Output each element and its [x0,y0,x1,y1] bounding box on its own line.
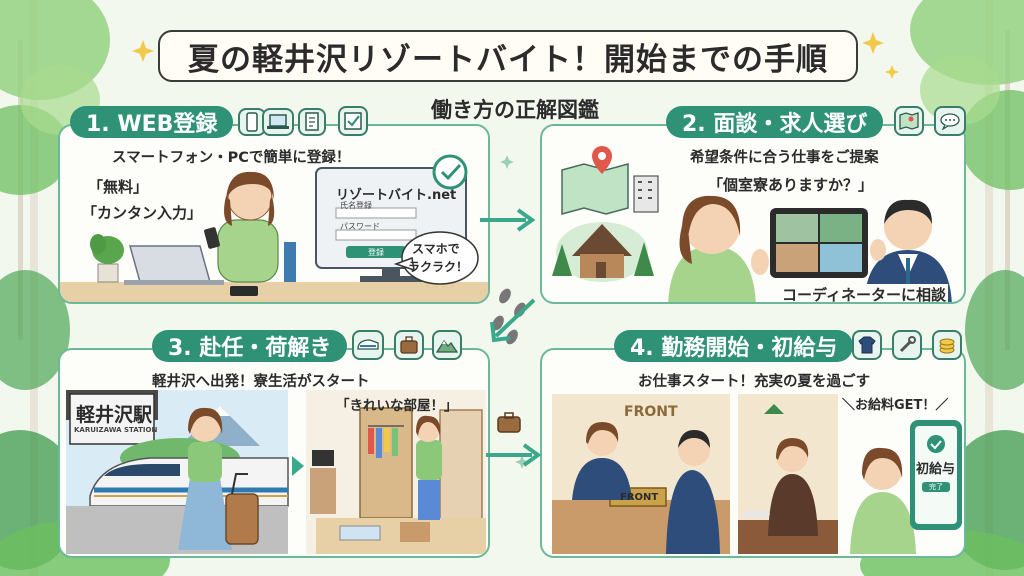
tag-free: 「無料」 [88,178,149,196]
uniform-icon [852,330,882,360]
step-4-caption: お仕事スタート！充実の夏を過ごす [638,374,871,390]
dorm-question: 「個室寮ありますか？」 [708,176,874,194]
coordinator-caption: コーディネーターに相談 [780,284,948,304]
step-3-caption: 軽井沢へ出発！寮生活がスタート [152,374,370,390]
suitcase-icon [497,412,521,433]
departure-illustration [66,390,486,554]
form-field-password: パスワード [340,222,380,231]
tools-icon [892,330,922,360]
arrow-down-left-icon [490,298,536,343]
work-start-illustration [552,394,962,554]
coins-icon [932,330,962,360]
arrow-right-icon [486,443,542,467]
train-icon [352,330,384,360]
station-romaji: KARUIZAWA STATION [74,426,158,434]
step-2-panel: 希望条件に合う仕事をご提案 「個室寮ありますか？」 [540,124,966,304]
suitcase-icon [394,330,424,360]
checkbox-icon [338,106,368,136]
form-icon [298,108,326,136]
step-1-label: 1. WEB登録 [70,106,234,138]
pay-quote: ＼お給料GET！／ [842,398,949,413]
mountain-icon [432,330,462,360]
step-4-panel: お仕事スタート！充実の夏を過ごす FRONT FRONT ＼お給料GET！／ [540,348,966,558]
bubble-line-2: ラクラク！ [408,260,469,274]
form-field-name: 氏名登録 [340,201,372,210]
step-2-caption: 希望条件に合う仕事をご提案 [690,150,879,166]
phone-complete-button[interactable]: 完了 [922,482,950,492]
step-1-caption: スマートフォン・PCで簡単に登録！ [112,150,351,166]
front-desk-sign: FRONT [620,492,659,503]
station-sign: 軽井沢駅 [76,404,153,426]
consultation-illustration [552,146,952,302]
page-subtitle: 働き方の正解図鑑 [431,98,599,122]
smartphone-icon [238,108,266,136]
register-button[interactable]: 登録 [346,246,406,258]
bubble-line-1: スマホで [412,242,460,256]
room-quote: 「きれいな部屋！」 [336,398,458,414]
phone-title: 初給与 [916,462,956,477]
chat-icon [934,106,966,136]
registration-illustration [60,154,488,302]
laptop-icon [262,108,294,136]
step-2-label: 2. 面談・求人選び [666,106,884,138]
step-3-label: 3. 赴任・荷解き [152,330,348,362]
step-3-panel: 軽井沢へ出発！寮生活がスタート [58,348,490,558]
step-4-label: 4. 勤務開始・初給与 [614,330,854,362]
arrow-right-icon [480,208,536,232]
map-icon [894,106,924,136]
step-1-panel: スマートフォン・PCで簡単に登録！ 「無料」 「カンタン入力」 [58,124,490,304]
tag-easy-input: 「カンタン入力」 [82,204,203,222]
page-title: 夏の軽井沢リゾートバイト！開始までの手順 [158,30,858,82]
front-wall-sign: FRONT [624,404,678,420]
site-name: リゾートバイト.net [336,188,457,203]
